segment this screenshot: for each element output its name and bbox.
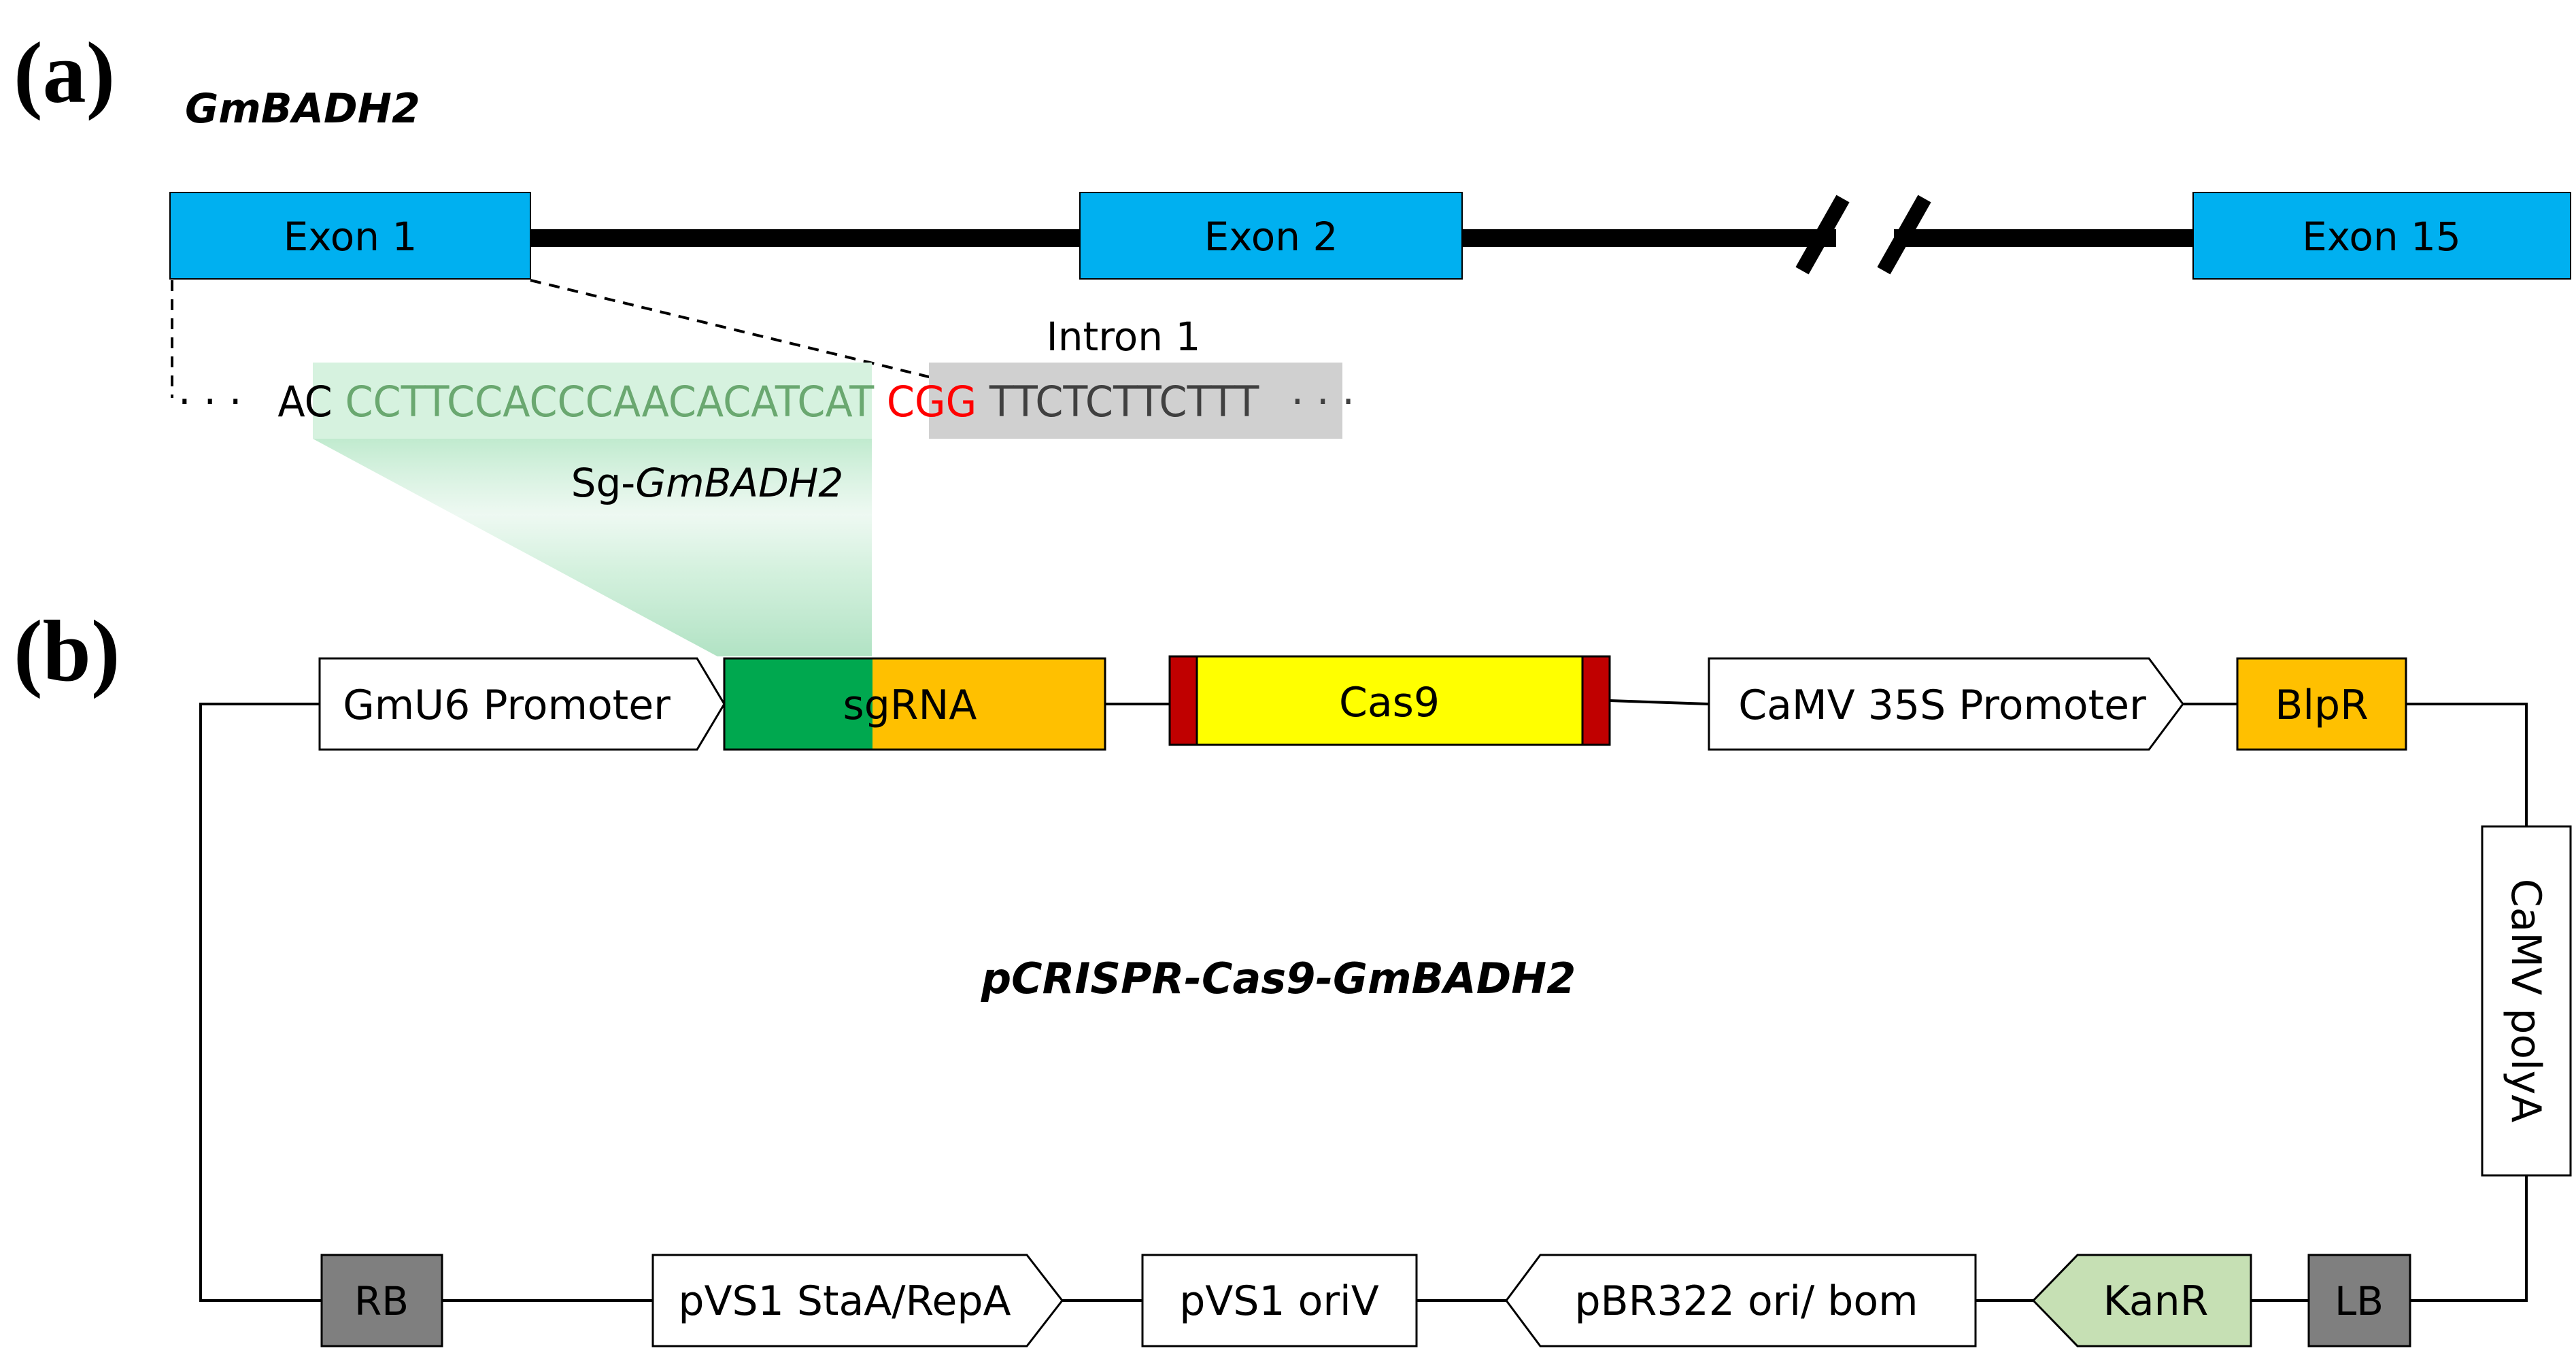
break-mark-2: [1877, 195, 1931, 275]
lb-label: LB: [2335, 1278, 2384, 1324]
break-mark-1: [1795, 195, 1850, 275]
plasmid-backbone: [199, 699, 2528, 1302]
camv-polya-label: CaMV polyA: [2502, 879, 2549, 1123]
lb-box: LB: [2307, 1254, 2411, 1347]
pbr322-ori-bom-label: pBR322 ori/ bom: [1574, 1277, 1918, 1325]
gene-name: GmBADH2: [185, 85, 420, 133]
camv-35s-promoter-label: CaMV 35S Promoter: [1738, 682, 2146, 729]
kanr-label: KanR: [2103, 1277, 2209, 1325]
blpr-label: BlpR: [2275, 682, 2369, 729]
seq-pam: CGG: [887, 377, 977, 426]
panel-b-label: (b): [14, 603, 120, 699]
seq-target: CCTTCCACCCAACACATCAT: [345, 377, 875, 426]
pvs1-staa-repa: pVS1 StaA/RepA: [651, 1254, 1064, 1347]
seq-prefix: AC: [277, 377, 332, 426]
gmu6-promoter-label: GmU6 Promoter: [343, 682, 671, 729]
gmu6-promoter: GmU6 Promoter: [318, 657, 726, 751]
sg-label-name: GmBADH2: [635, 460, 843, 506]
pvs1-staa-repa-label: pVS1 StaA/RepA: [678, 1277, 1011, 1325]
rb-box: RB: [320, 1254, 443, 1347]
camv-polya: CaMV polyA: [2481, 825, 2572, 1177]
pbr322-ori-bom: pBR322 ori/ bom: [1505, 1254, 1977, 1347]
pvs1-oriv-label: pVS1 oriV: [1179, 1277, 1379, 1325]
plasmid-name: pCRISPR-Cas9-GmBADH2: [981, 954, 1576, 1003]
exon-2: Exon 2: [1079, 192, 1463, 280]
panel-a-label: (a): [14, 24, 115, 121]
exon-15-label: Exon 15: [2302, 214, 2461, 260]
exon-15: Exon 15: [2192, 192, 2571, 280]
sg-label: Sg-GmBADH2: [571, 460, 844, 506]
zoom-line-right: [530, 279, 932, 379]
seq-leading-dots: · · ·: [178, 377, 242, 426]
intron-label: Intron 1: [1047, 314, 1201, 360]
exon-1: Exon 1: [169, 192, 531, 280]
sg-label-prefix: Sg-: [571, 460, 636, 506]
camv-35s-promoter: CaMV 35S Promoter: [1708, 657, 2184, 751]
seq-intron: TTCTCTTCTTT: [989, 377, 1259, 426]
sg-projection: [313, 439, 872, 656]
exon-2-label: Exon 2: [1204, 214, 1338, 260]
rb-label: RB: [354, 1278, 409, 1324]
intron-highlight: [929, 363, 1342, 439]
exon-1-label: Exon 1: [284, 214, 418, 260]
target-highlight: [313, 363, 872, 439]
kanr-box: KanR: [2031, 1254, 2252, 1347]
seq-trailing-dots: · · ·: [1291, 377, 1355, 426]
pvs1-oriv: pVS1 oriV: [1141, 1254, 1418, 1347]
blpr-box: BlpR: [2236, 657, 2407, 751]
sgrna-label: sgRNA: [843, 682, 977, 729]
cas9-label: Cas9: [1339, 679, 1440, 726]
sgrna-box: sgRNA: [723, 657, 1106, 751]
cas9-box: Cas9: [1168, 655, 1611, 746]
sequence-line: · · · AC CCTTCCACCCAACACATCAT CGG TTCTCT…: [178, 377, 1355, 426]
